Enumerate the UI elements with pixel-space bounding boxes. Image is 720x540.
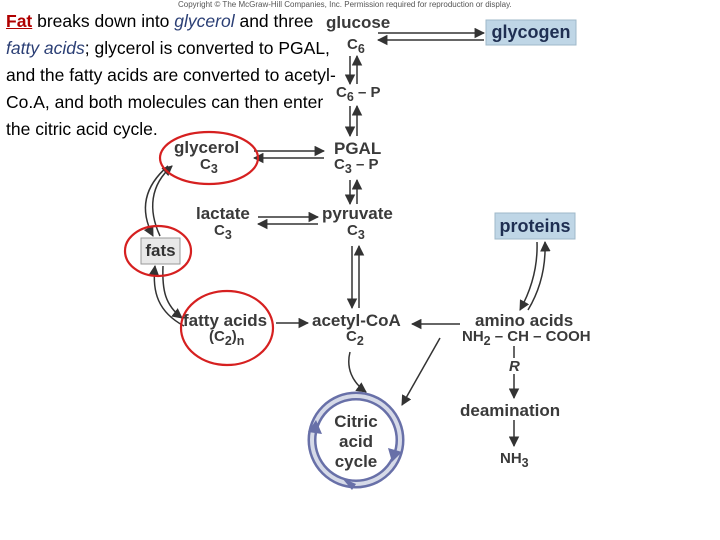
citric-line-2: acid: [338, 432, 374, 451]
c6p-suffix: – P: [353, 84, 381, 101]
glycogen-box: [485, 19, 577, 46]
label-deamination: deamination: [460, 401, 561, 420]
cycle-arrowhead-left: [308, 420, 322, 434]
label-lactate: lactate: [196, 204, 250, 223]
label-c6p: C6 – P: [336, 84, 380, 104]
label-pyruvate: pyruvate: [322, 204, 393, 223]
c3p-c: C: [334, 156, 345, 173]
amino-nh-sub: 2: [483, 334, 491, 348]
lactate-sub: 3: [224, 228, 232, 242]
intro-glycerol: glycerol: [174, 11, 235, 31]
arrow-fats-fattyacids: [162, 265, 183, 319]
cycle-arrowhead-bottom: [342, 478, 356, 490]
label-pyruvate-formula: C3: [347, 222, 365, 242]
label-acetyl-coa: acetyl-CoA: [312, 311, 401, 330]
intro-fat: Fat: [6, 11, 33, 31]
label-pgal: PGAL: [334, 139, 382, 158]
proteins-box: [494, 212, 576, 240]
intro-t1: breaks down into: [32, 11, 175, 31]
label-nh3: NH3: [500, 450, 529, 470]
acetyl-c: C: [346, 328, 357, 345]
amino-nh: NH: [462, 328, 484, 345]
label-citric-cycle: Citric acid cycle: [326, 412, 386, 472]
arrow-amino-citric: [401, 337, 441, 406]
label-fatty-formula: (C2)n: [209, 328, 244, 348]
intro-text: Fat breaks down into glycerol and three …: [6, 8, 351, 143]
label-glycogen: glycogen: [491, 22, 571, 42]
fatty-formula-a: (C: [209, 328, 225, 345]
fatty-formula-n: n: [236, 334, 245, 348]
copyright-notice: Copyright © The McGraw-Hill Companies, I…: [178, 0, 512, 9]
arrow-glycerol-fats: [143, 165, 169, 237]
c3p-sub: 3: [344, 162, 352, 176]
glucose-sub: 6: [357, 42, 365, 56]
glycerol-sub: 3: [210, 162, 218, 176]
pyruvate-sub: 3: [357, 228, 365, 242]
acetyl-sub: 2: [356, 334, 364, 348]
glucose-c: C: [347, 36, 358, 53]
citric-line-3: cycle: [334, 452, 378, 471]
lactate-c: C: [214, 222, 225, 239]
lactate-pyruvate-arrow: [256, 211, 320, 230]
fatty-formula-b: ): [231, 328, 237, 345]
c6p-sub: 6: [346, 90, 354, 104]
nh3-n: NH: [500, 450, 522, 467]
label-glycerol-formula: C3: [200, 156, 218, 176]
c3p-suffix: – P: [351, 156, 379, 173]
citric-line-1: Citric: [334, 412, 378, 431]
label-fatty-acids: fatty acids: [183, 311, 268, 330]
label-amino-formula: NH2 – CH – COOH: [462, 328, 591, 348]
label-c3p: C3 – P: [334, 156, 378, 176]
amino-rest: – CH – COOH: [490, 328, 591, 345]
arrow-acetyl-citric: [348, 351, 367, 393]
fats-box: [140, 237, 181, 265]
label-glycerol: glycerol: [174, 138, 240, 157]
glycerol-pgal-arrow: [252, 145, 326, 164]
arrow-fattyacids-fats: [148, 264, 185, 327]
citric-cycle-ring: [307, 391, 405, 490]
label-glucose-formula: C6: [347, 36, 365, 56]
label-amino-r: R: [509, 358, 520, 375]
label-lactate-formula: C3: [214, 222, 232, 242]
pyruvate-c: C: [347, 222, 358, 239]
label-fats: fats: [145, 241, 176, 260]
arrow-amino-proteins: [527, 240, 551, 311]
intro-t2: and three: [234, 11, 314, 31]
highlight-glycerol: [158, 130, 260, 186]
label-amino-acids: amino acids: [475, 311, 574, 330]
c6p-c: C: [336, 84, 347, 101]
cycle-arrowhead-right: [388, 448, 402, 462]
label-glucose: glucose: [326, 13, 391, 32]
main-column-arrows: [344, 54, 365, 310]
nh3-sub: 3: [521, 456, 529, 470]
intro-t3: ; glycerol is converted to PGAL, and the…: [6, 38, 336, 139]
label-proteins: proteins: [499, 216, 571, 236]
arrow-proteins-amino: [519, 241, 538, 311]
highlight-fats: [123, 224, 193, 278]
glucose-glycogen-arrow: [376, 27, 486, 46]
glycerol-c: C: [200, 156, 211, 173]
fatty-formula-sub: 2: [224, 334, 232, 348]
label-acetyl-formula: C2: [346, 328, 364, 348]
intro-fatty-acids: fatty acids: [6, 38, 85, 58]
highlight-fatty-acids: [179, 289, 275, 367]
